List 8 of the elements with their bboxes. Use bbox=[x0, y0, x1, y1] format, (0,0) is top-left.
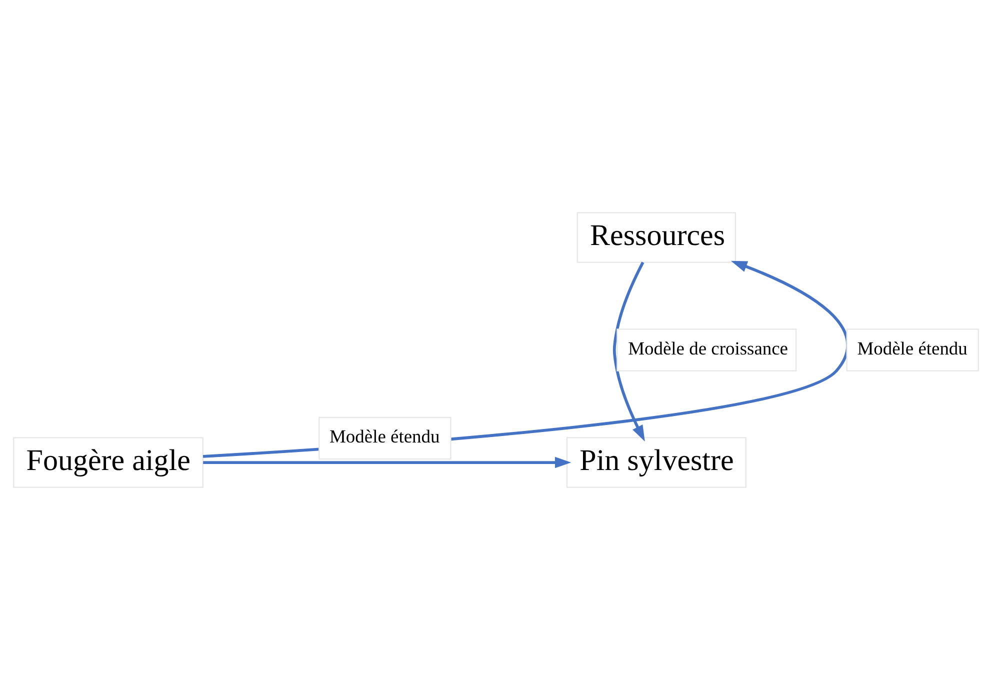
edge-label: Modèle de croissance bbox=[628, 338, 788, 358]
edge-label: Modèle étendu bbox=[329, 426, 440, 446]
node-box: Fougère aigle bbox=[12, 436, 203, 488]
arrow bbox=[612, 261, 644, 442]
arrow bbox=[202, 456, 571, 468]
edge-label: Modèle étendu bbox=[856, 338, 967, 358]
node-box: Pin sylvestre bbox=[566, 436, 746, 488]
node-box: Ressources bbox=[576, 212, 736, 262]
